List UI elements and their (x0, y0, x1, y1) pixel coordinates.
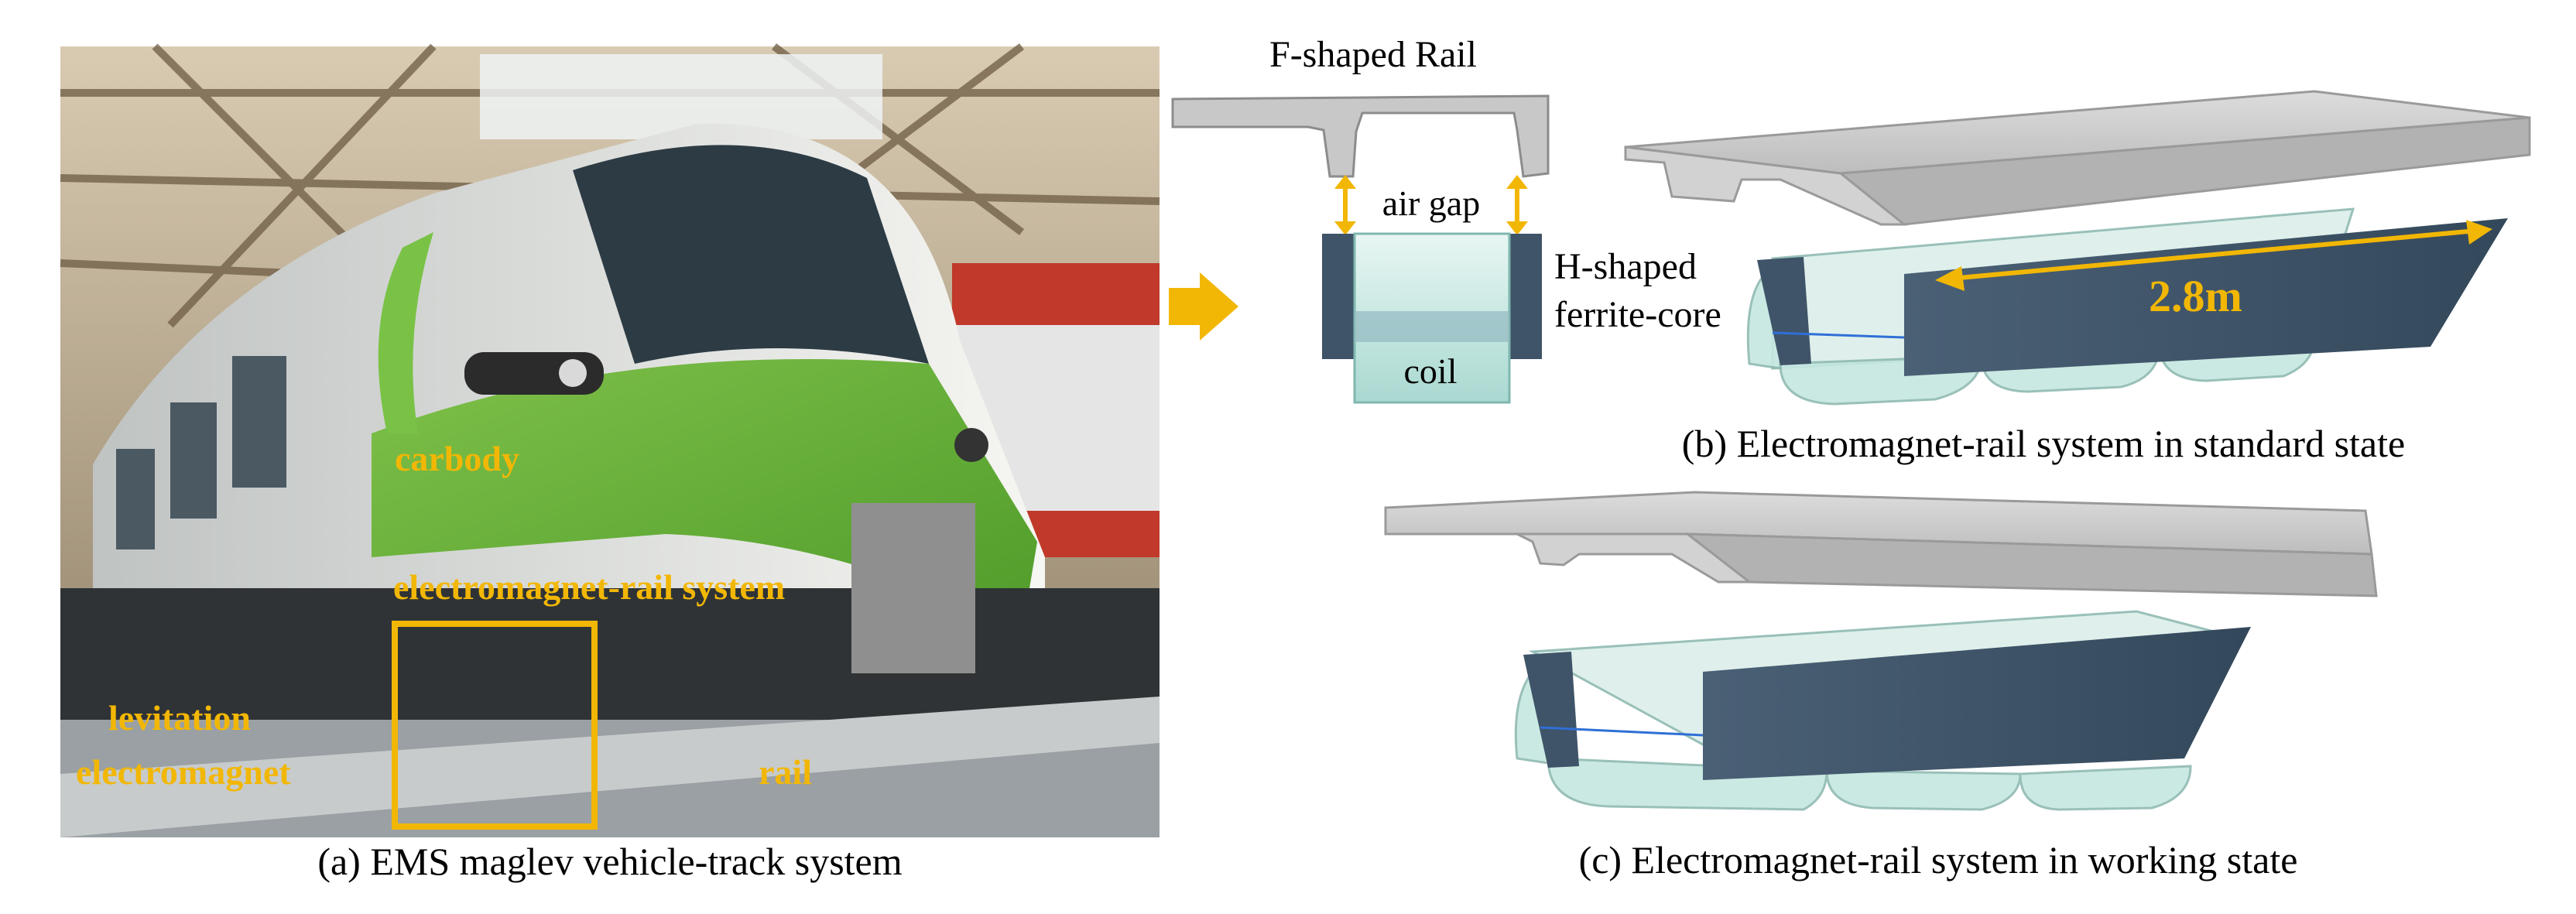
label-carbody: carbody (395, 439, 519, 478)
caption-b: (b) Electromagnet-rail system in standar… (1682, 422, 2405, 465)
label-emr-system: electromagnet-rail system (393, 567, 785, 607)
arrow-right-icon (1169, 272, 1238, 341)
electromagnet-3d-standard: 2.8m (1746, 207, 2508, 406)
rail-3d-standard (1624, 90, 2531, 226)
label-rail: rail (759, 752, 812, 792)
label-electromagnet: electromagnet (76, 752, 291, 792)
label-length: 2.8m (2149, 271, 2242, 321)
label-ferrite-core: ferrite-core (1554, 294, 1721, 335)
label-coil: coil (1404, 351, 1458, 391)
emr-highlight-box (392, 621, 598, 830)
caption-a: (a) EMS maglev vehicle-track system (317, 840, 902, 883)
label-levitation: levitation (108, 698, 251, 738)
panel-a-photo (60, 43, 1160, 837)
caption-c: (c) Electromagnet-rail system in working… (1579, 838, 2298, 881)
cross-section-diagram: F-shaped Rail air gap coil H-shaped ferr… (1171, 34, 1721, 404)
label-h-shaped: H-shaped (1554, 246, 1697, 287)
label-air-gap: air gap (1382, 183, 1480, 223)
rail-3d-working (1384, 491, 2378, 597)
label-f-shaped-rail: F-shaped Rail (1269, 34, 1477, 75)
electromagnet-3d-working (1514, 610, 2251, 811)
